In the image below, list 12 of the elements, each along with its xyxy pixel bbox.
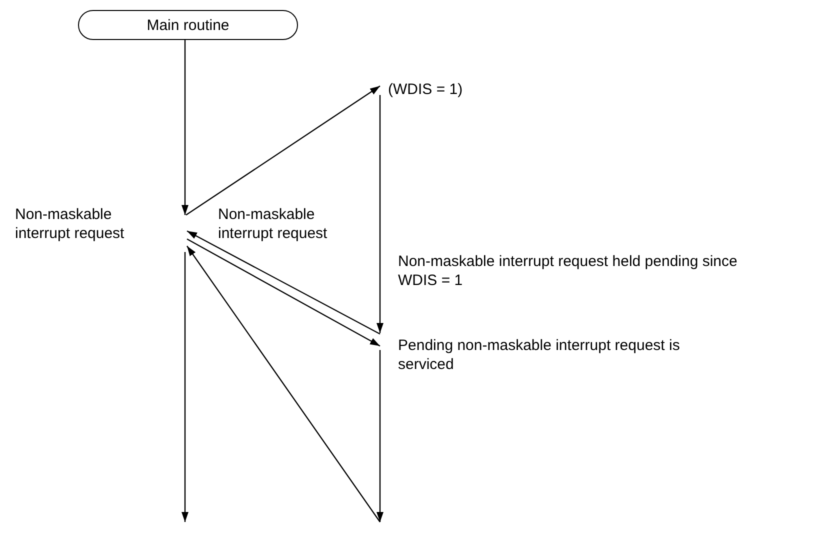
arrow — [186, 246, 380, 522]
terminal-box: Main routine — [78, 10, 298, 40]
arrow — [186, 86, 380, 216]
state-label: (WDIS = 1) — [380, 80, 540, 104]
arrow — [376, 95, 384, 333]
arrow — [186, 238, 380, 347]
arrow — [376, 350, 384, 522]
event-label: Non-maskable interrupt request — [15, 205, 185, 253]
arrow — [186, 230, 380, 335]
arrow — [182, 40, 188, 215]
event-label: Pending non-maskable interrupt request is serviced — [380, 336, 735, 382]
arrow — [182, 252, 188, 522]
